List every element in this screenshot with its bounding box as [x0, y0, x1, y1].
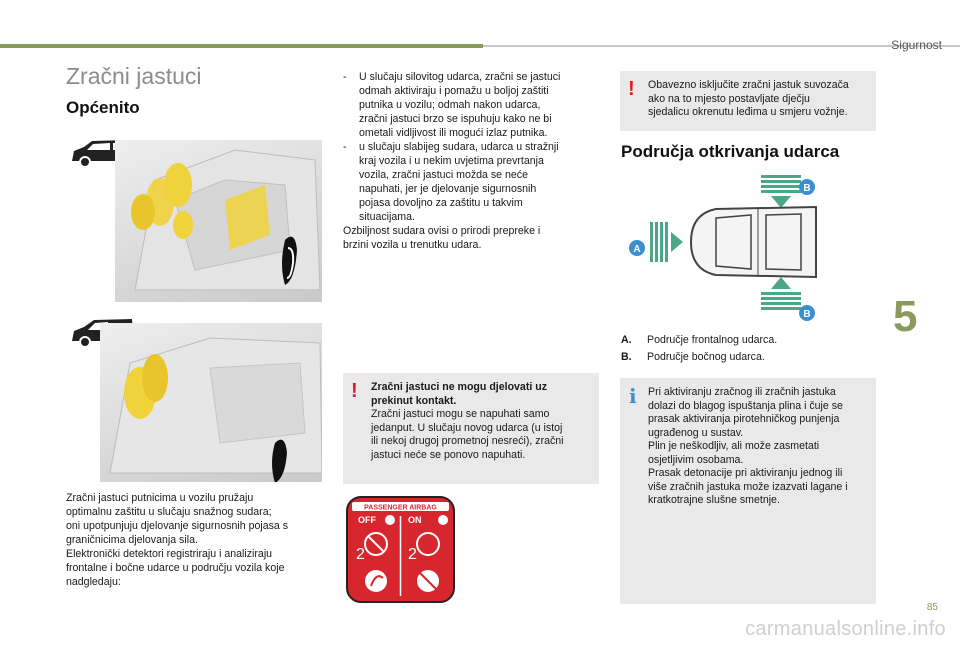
- svg-text:B: B: [803, 183, 810, 194]
- section-header: Sigurnost: [891, 38, 942, 52]
- bullet-item: - U slučaju silovitog udarca, zračni se …: [343, 71, 561, 139]
- legend-item-a: A.Područje frontalnog udarca.: [621, 334, 778, 346]
- info-box: i Pri aktiviranju zračnog ili zračnih ja…: [620, 378, 876, 604]
- detection-zone-diagram: B B A: [626, 170, 826, 325]
- header-accent-bar: [0, 44, 483, 48]
- svg-text:2: 2: [408, 546, 417, 563]
- general-bullets: - U slučaju silovitog udarca, zračni se …: [343, 70, 603, 252]
- passenger-airbag-label: PASSENGER AIRBAG OFF ON 2 2: [346, 496, 455, 603]
- chapter-number: 5: [893, 292, 918, 341]
- info-icon: i: [629, 384, 637, 408]
- watermark: carmanualsonline.info: [745, 618, 946, 640]
- airbag-illustration-front: [115, 140, 322, 302]
- general-heading: Općenito: [66, 98, 140, 117]
- warning-icon: !: [628, 78, 635, 100]
- svg-text:2: 2: [356, 546, 365, 563]
- general-intro: Zračni jastuci putnicima u vozilu pružaj…: [66, 492, 289, 588]
- svg-text:A: A: [633, 244, 640, 255]
- warning-icon: !: [351, 380, 358, 402]
- page-title: Zračni jastuci: [66, 63, 202, 89]
- svg-text:ON: ON: [408, 515, 422, 525]
- svg-text:OFF: OFF: [358, 515, 376, 525]
- svg-text:B: B: [803, 309, 810, 320]
- page-number: 85: [926, 602, 938, 613]
- header-rule: [483, 45, 960, 47]
- bullet-item: - u slučaju slabijeg sudara, udarca u st…: [343, 141, 559, 223]
- airbag-illustration-side: [100, 323, 322, 482]
- svg-text:PASSENGER AIRBAG: PASSENGER AIRBAG: [364, 505, 437, 512]
- warning-passenger-box: ! Obavezno isključite zračni jastuk suvo…: [620, 71, 876, 131]
- detection-heading: Područja otkrivanja udarca: [621, 142, 840, 161]
- warning-reuse-box: ! Zračni jastuci ne mogu djelovati uz pr…: [343, 373, 599, 484]
- legend-item-b: B.Područje bočnog udarca.: [621, 351, 765, 363]
